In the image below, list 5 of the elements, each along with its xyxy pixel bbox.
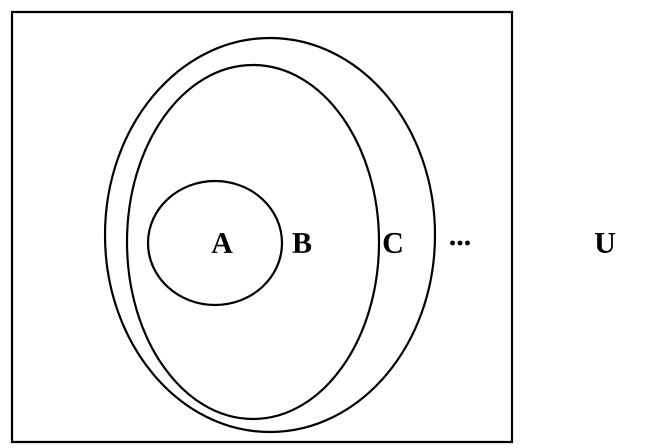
set-letter: A	[211, 233, 233, 253]
ellipsis: ...	[450, 240, 470, 246]
set-letter: U	[594, 233, 616, 253]
set-letter: C	[384, 232, 402, 254]
set-letter: B	[292, 233, 312, 253]
